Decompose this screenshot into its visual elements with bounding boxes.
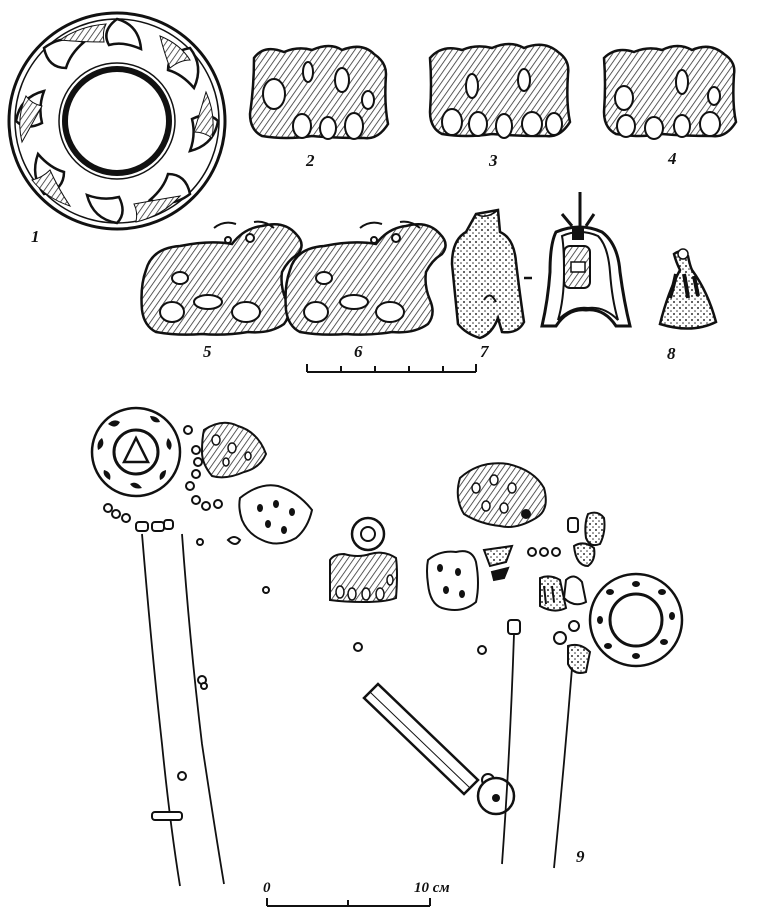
- figure-number-1: 1: [31, 227, 40, 246]
- scale-bar-lower: [266, 898, 431, 907]
- assemblage-disc-bottom: [476, 776, 516, 816]
- rectangular-plaque-4: [602, 44, 738, 140]
- assemblage-disc-left: [90, 406, 182, 498]
- burial-assemblage: [90, 406, 684, 887]
- figure-number-4: 4: [667, 149, 677, 168]
- figure-number-8: 8: [667, 344, 676, 363]
- assemblage-bells-cluster: [482, 511, 606, 612]
- assemblage-ring-center: [350, 516, 386, 552]
- assemblage-strand-right-1: [501, 633, 515, 865]
- assemblage-plaque-fragment-a: [200, 421, 268, 479]
- figure-number-9: 9: [576, 847, 585, 866]
- figure-number-7: 7: [480, 342, 490, 361]
- assemblage-plaque-fragment-c: [456, 462, 547, 528]
- assemblage-strand-left-2: [181, 533, 225, 885]
- bell-cross-section: [540, 192, 632, 328]
- figure-number-6: 6: [354, 342, 363, 361]
- assemblage-strand-left-1: [141, 533, 181, 887]
- figure-number-3: 3: [488, 151, 498, 170]
- assemblage-plaque-fragment-b: [226, 484, 314, 545]
- bell-exterior-view: [450, 208, 526, 340]
- assemblage-plaque-center: [329, 551, 398, 604]
- assemblage-beads-strand: [151, 586, 270, 821]
- scale-bar-start-label: 0: [263, 880, 271, 896]
- assemblage-ring-right: [588, 572, 684, 668]
- rectangular-plaque-3: [428, 42, 572, 139]
- figure-number-2: 2: [305, 151, 315, 170]
- assemblage-beads-top: [103, 425, 223, 546]
- assemblage-strand-right-2: [553, 667, 573, 869]
- animal-plaque-6: [284, 220, 447, 336]
- small-bell: [658, 248, 718, 330]
- assemblage-plaque-fragment-d: [426, 550, 479, 611]
- figure-number-5: 5: [203, 342, 212, 361]
- assemblage-small-bells-lower: [507, 619, 592, 674]
- scale-bar-upper: [306, 364, 477, 373]
- openwork-disc-plaque: [7, 11, 227, 231]
- rectangular-plaque-2: [248, 44, 390, 140]
- scale-bar-end-label: 10 см: [414, 880, 450, 896]
- assemblage-tube: [362, 682, 495, 796]
- animal-plaque-5: [140, 220, 303, 336]
